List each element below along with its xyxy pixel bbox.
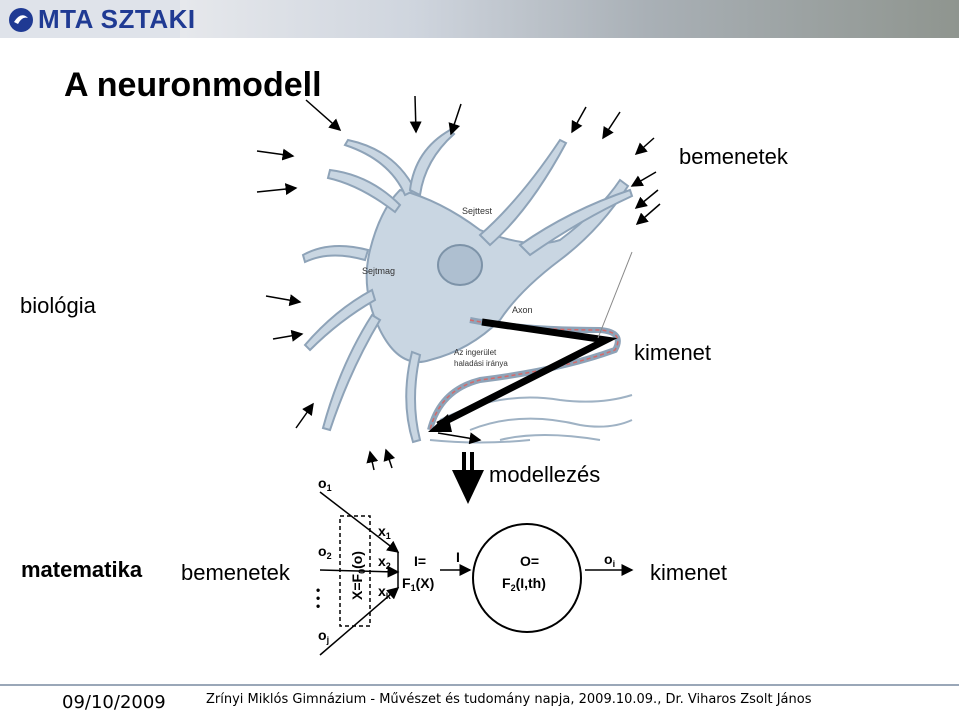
f2-tail: (I,th) xyxy=(516,575,546,591)
logo-text: MTA SZTAKI xyxy=(38,4,196,34)
direction-annotation: Az ingerület xyxy=(454,348,497,357)
svg-text:x1: x1 xyxy=(378,523,391,541)
neuron-model-diagram: o1 o2 oj • • • X=F0(o) x1 x2 xk I= F1(X)… xyxy=(316,475,634,656)
x1-symbol: x xyxy=(378,523,386,539)
o2-symbol: o xyxy=(318,543,327,559)
svg-text:o1: o1 xyxy=(318,475,332,493)
direction-annotation-2: haladási iránya xyxy=(454,359,508,368)
svg-text:X=F0(o): X=F0(o) xyxy=(349,551,367,600)
o1-sub: 1 xyxy=(327,483,332,493)
header-bar: MTA SZTAKI xyxy=(0,0,959,38)
svg-text:o2: o2 xyxy=(318,543,332,561)
svg-text:F1(X): F1(X) xyxy=(402,575,434,593)
f1-sub: 1 xyxy=(411,583,416,593)
o2-sub: 2 xyxy=(327,551,332,561)
o1-symbol: o xyxy=(318,475,327,491)
f1-tail: (X) xyxy=(416,575,435,591)
svg-text:oi: oi xyxy=(604,551,615,569)
ellipsis-dot-2: • xyxy=(316,591,320,605)
f2-symbol: F xyxy=(502,575,511,591)
output-bottom-label: kimenet xyxy=(650,560,728,585)
cell-body-annotation: Sejttest xyxy=(462,206,493,216)
svg-text:x2: x2 xyxy=(378,553,391,571)
slide-title: A neuronmodell xyxy=(64,66,322,104)
sztaki-logo-icon xyxy=(9,8,33,32)
footer-date: 09/10/2009 xyxy=(62,692,166,713)
x2-symbol: x xyxy=(378,553,386,569)
o-eq: O= xyxy=(520,553,539,569)
ellipsis-dot-3: • xyxy=(316,599,320,613)
oi-sub: i xyxy=(613,559,616,569)
svg-text:xk: xk xyxy=(378,583,392,601)
output-top-label: kimenet xyxy=(634,340,712,365)
footer-text: Zrínyi Miklós Gimnázium - Művészet és tu… xyxy=(206,692,812,707)
oj-sub: j xyxy=(326,635,330,645)
ellipsis-dot-1: • xyxy=(316,583,320,597)
inputs-bottom-label: bemenetek xyxy=(181,560,290,585)
xk-sub: k xyxy=(386,591,392,601)
x-formula: X=F xyxy=(349,573,365,600)
x2-sub: 2 xyxy=(386,561,391,571)
svg-text:F2(I,th): F2(I,th) xyxy=(502,575,546,593)
i-formula: I= xyxy=(414,553,426,569)
svg-text:oj: oj xyxy=(318,627,329,645)
f2-sub: 2 xyxy=(511,583,516,593)
output-pointer-line xyxy=(597,251,633,339)
x1-sub: 1 xyxy=(386,531,391,541)
mathematics-label: matematika xyxy=(21,557,143,582)
modeling-label: modellezés xyxy=(489,462,601,487)
axon-annotation: Axon xyxy=(512,305,533,315)
i-label: I xyxy=(456,549,460,565)
x-formula-tail: (o) xyxy=(349,551,365,569)
x-formula-sub: 0 xyxy=(357,569,367,574)
oj-symbol: o xyxy=(318,627,327,643)
footer-divider xyxy=(0,684,959,686)
modeling-down-arrow xyxy=(452,452,484,504)
biology-label: biológia xyxy=(20,293,96,318)
f1-symbol: F xyxy=(402,575,411,591)
xk-symbol: x xyxy=(378,583,386,599)
nucleus-annotation: Sejtmag xyxy=(362,266,395,276)
oi-symbol: o xyxy=(604,551,613,567)
inputs-top-label: bemenetek xyxy=(679,144,788,169)
header-decoration xyxy=(180,0,959,38)
neuron-illustration: Sejttest Sejtmag Axon Az ingerület halad… xyxy=(301,128,634,444)
